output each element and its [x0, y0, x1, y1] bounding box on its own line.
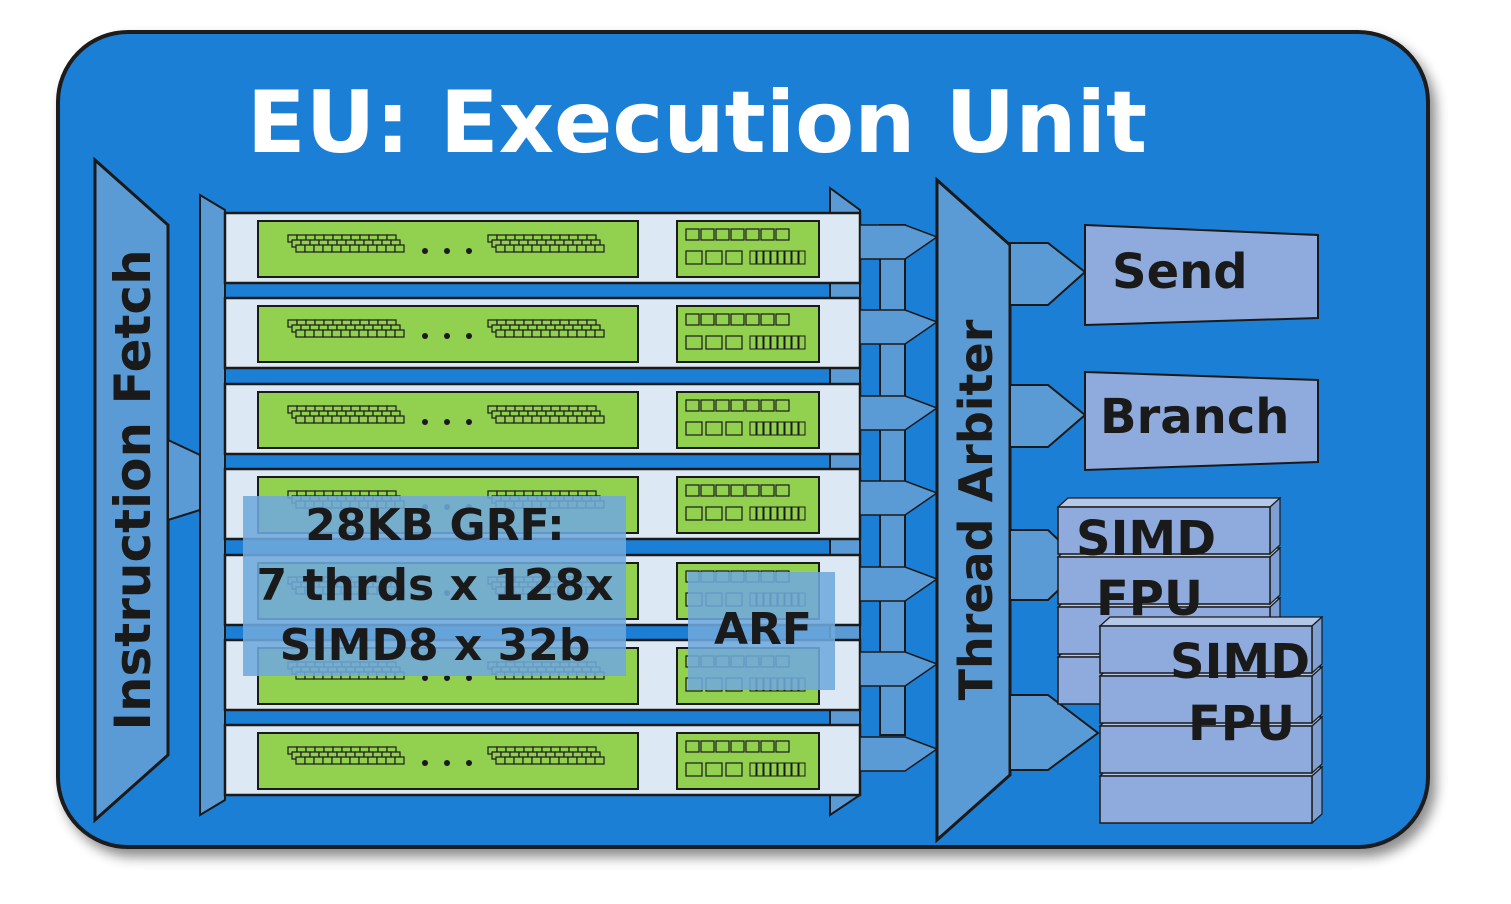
arf-register-block: [676, 476, 820, 534]
thread-slot: [223, 296, 862, 370]
arf-label: ARF: [714, 604, 812, 655]
branch-unit-label: Branch: [1100, 389, 1289, 445]
arrow-to-branch: [1009, 384, 1087, 448]
fpu1-label-line1: SIMD: [1076, 511, 1216, 567]
thread-slot: [223, 723, 862, 797]
fpu2-label-line1: SIMD: [1170, 634, 1310, 690]
thread-slot: [223, 382, 862, 456]
slot-arrow: [859, 480, 939, 516]
send-unit: [1084, 223, 1319, 327]
branch-unit: [1084, 370, 1319, 472]
arf-register-block: [676, 732, 820, 790]
thread-slot: [223, 211, 862, 285]
grf-register-block: [257, 732, 639, 790]
fpu1-label-line2: FPU: [1096, 571, 1203, 627]
fetch-arrow: [167, 438, 201, 522]
instruction-fetch-block: [93, 156, 170, 824]
slot-arrows: [859, 224, 939, 772]
slot-arrow: [859, 736, 939, 772]
grf-register-block: [257, 220, 639, 278]
arrow-to-fpu2: [1009, 694, 1100, 771]
thread-arbiter-block: [935, 176, 1012, 844]
grf-register-block: [257, 391, 639, 449]
grf-line1: 28KB GRF:: [305, 500, 564, 551]
grf-line2: 7 thrds x 128x: [257, 560, 614, 611]
arf-register-block: [676, 391, 820, 449]
thread-arbiter-label: Thread Arbiter: [949, 319, 1003, 700]
grf-overlay: [243, 496, 626, 676]
arf-overlay: [688, 572, 835, 690]
simd-fpu-stack-2: [1098, 615, 1324, 825]
send-unit-label: Send: [1112, 244, 1248, 300]
fpu2-label-line2: FPU: [1188, 696, 1295, 752]
arf-register-block: [676, 220, 820, 278]
slot-arrow: [859, 309, 939, 345]
fpu-stacks: [1056, 496, 1324, 825]
slot-arrow: [859, 566, 939, 602]
arf-register-block: [676, 305, 820, 363]
slot-arrow: [859, 395, 939, 431]
diagram-title: EU: Execution Unit: [247, 73, 1147, 173]
grf-register-block: [257, 305, 639, 363]
arrow-to-send: [1009, 242, 1087, 306]
slot-stack-left-rail: [199, 193, 226, 817]
slot-arrow: [859, 224, 939, 260]
instruction-fetch-label: Instruction Fetch: [104, 249, 162, 730]
slot-arrow: [859, 651, 939, 687]
grf-line3: SIMD8 x 32b: [280, 620, 591, 671]
